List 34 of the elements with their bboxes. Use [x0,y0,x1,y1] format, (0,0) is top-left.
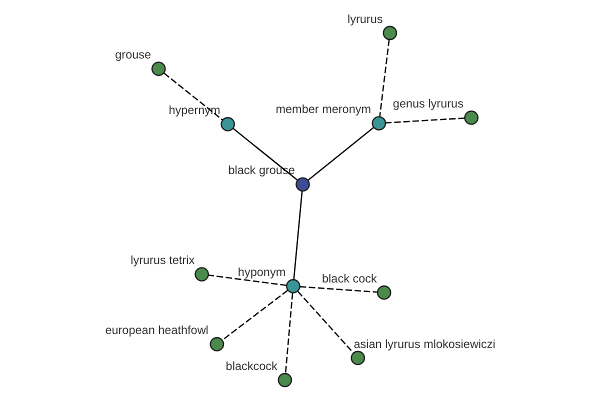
connector [232,128,298,181]
node-label: grouse [114,48,151,62]
node-circle [376,285,391,300]
node-circle [209,337,224,352]
node-circle [371,116,386,130]
node-label: european heathfowl [104,324,208,338]
connector [384,117,464,124]
connector [292,191,302,280]
node-circle [382,26,397,40]
node-label: hypernym [168,104,220,117]
connector [208,274,286,286]
connector [284,292,293,374]
node-circle [220,117,235,132]
node-label: genus lyrurus [392,98,463,111]
connector [378,39,390,116]
node-circle [350,350,365,366]
node-circle [150,62,166,76]
connector [307,127,374,181]
node-label: lyrurus [346,12,382,26]
node-label: asian lyrurus mlokosiewiczi [353,338,495,351]
node-label: lyrurus tetrix [130,254,194,268]
node-label: member meronym [275,103,371,116]
connector [222,290,288,341]
node-circle [295,177,310,192]
node-label: blackcock [225,360,277,373]
node-circle [194,267,208,282]
node-circle [277,372,292,388]
node-label: black cock [322,272,376,286]
connector [163,72,223,121]
node-circle [285,279,300,294]
connector [299,286,377,293]
connector [296,290,354,354]
node-circle [464,110,478,125]
node-label: hyponym [237,266,286,280]
